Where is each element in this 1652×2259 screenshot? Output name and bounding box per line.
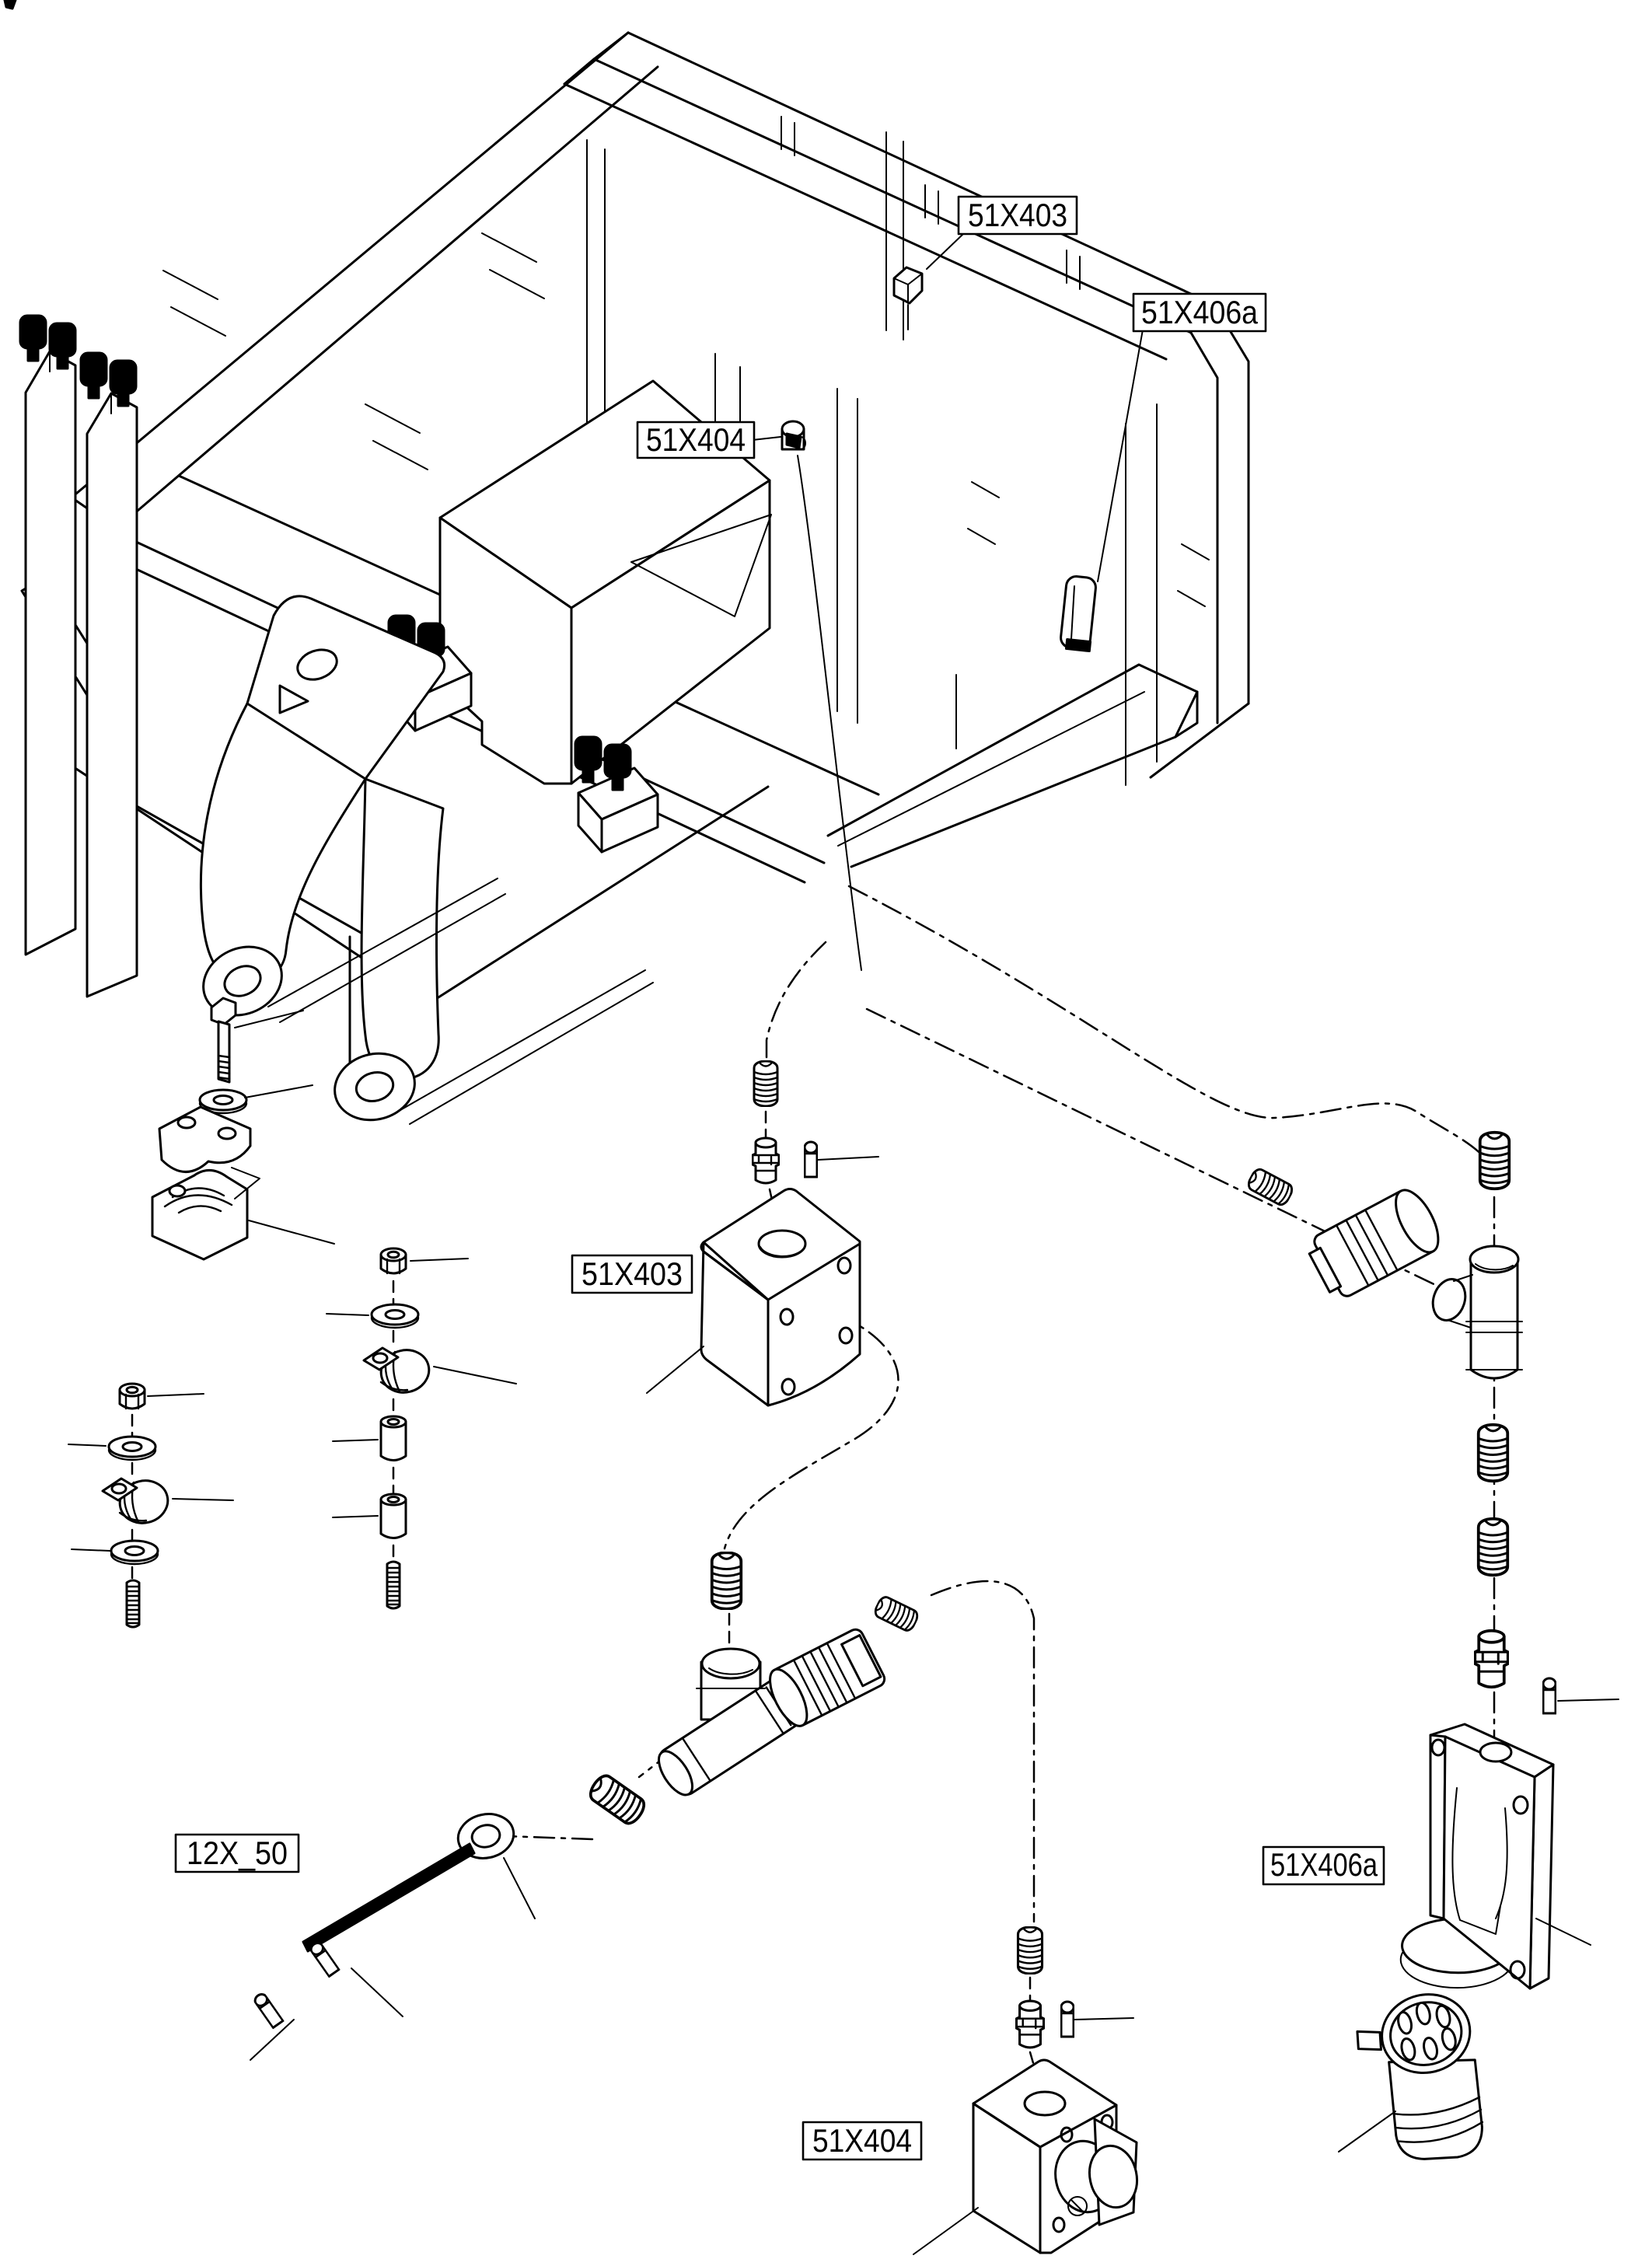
frame-left-posts — [19, 314, 138, 998]
part-ref-text: 51X404 — [812, 2122, 912, 2159]
retaining-pin — [1060, 2000, 1074, 2038]
ribbed-coupling — [769, 1628, 886, 1727]
hose-line — [302, 1842, 476, 1953]
tee-valve-assembly-right — [1244, 1133, 1619, 1715]
coil-fitting — [710, 1552, 743, 1610]
clamp-stack-column-2 — [68, 1382, 234, 1629]
coil-fitting — [1476, 1517, 1510, 1577]
part-ref-label-51x404-frame[interactable]: 51X404 — [636, 421, 756, 459]
part-ref-label-12x50[interactable]: 12X_50 — [174, 1833, 300, 1873]
hose-clamp — [362, 1343, 432, 1398]
washer — [110, 1539, 159, 1566]
coil-fitting — [1480, 1133, 1510, 1189]
retaining-pin — [1542, 1677, 1556, 1715]
coil-fitting — [753, 1060, 779, 1107]
clamp-stack-column — [326, 1247, 517, 1610]
part-ref-text: 51X406a — [1141, 294, 1259, 330]
round-connector — [1338, 1993, 1484, 2160]
spacer-bushing — [379, 1415, 407, 1461]
part-ref-label-51x403-block[interactable]: 51X403 — [571, 1254, 693, 1294]
junction-block-51x403-assembly — [646, 1060, 879, 1407]
tee-valve-assembly-mid — [586, 1552, 921, 1828]
retaining-pin — [251, 1991, 285, 2030]
part-ref-text: 51X403 — [582, 1255, 683, 1292]
threaded-plug — [1244, 1165, 1297, 1209]
hex-nut — [379, 1247, 407, 1275]
hose-12x50-group — [250, 1813, 536, 2061]
part-ref-text: 51X403 — [968, 197, 1067, 233]
corner-artifact — [3, 0, 17, 10]
part-ref-label-51x404-block[interactable]: 51X404 — [802, 2121, 923, 2161]
threaded-stud — [125, 1579, 141, 1629]
washer — [107, 1435, 157, 1461]
mount-bracket-51x406a — [1399, 1723, 1591, 1990]
coil-fitting — [1016, 1926, 1044, 1974]
frame-strap-clip — [1060, 575, 1097, 653]
hose-clamp — [101, 1474, 171, 1528]
hitch-arm — [199, 595, 654, 1125]
part-ref-text: 51X404 — [646, 421, 746, 458]
part-ref-label-51x403-frame[interactable]: 51X403 — [957, 195, 1078, 236]
threaded-plug — [871, 1594, 921, 1634]
quick-coupling — [1475, 1631, 1508, 1688]
coil-fitting — [1479, 1425, 1508, 1482]
quick-coupling — [752, 1136, 780, 1185]
label-group: 51X403 51X406a 51X404 51X403 12X_50 51X4… — [174, 195, 1385, 2161]
outlet-block-51x404-assembly — [913, 1926, 1139, 2255]
ribbed-coupling — [1308, 1189, 1440, 1297]
part-ref-text: 12X_50 — [187, 1835, 288, 1871]
retaining-pin — [307, 1940, 341, 1978]
retaining-pin — [804, 1140, 818, 1178]
hex-nut — [118, 1382, 146, 1410]
part-ref-label-51x406a-frame[interactable]: 51X406a — [1132, 292, 1267, 333]
frame-cube-clip — [892, 266, 924, 330]
washer — [370, 1303, 420, 1329]
clamp-bolt-kit — [151, 997, 335, 1261]
part-ref-label-51x406a-bracket[interactable]: 51X406a — [1262, 1845, 1385, 1886]
part-ref-text: 51X406a — [1270, 1846, 1378, 1883]
quick-coupling — [1015, 1999, 1045, 2049]
spacer-bushing — [379, 1493, 407, 1539]
threaded-stud — [386, 1560, 401, 1610]
threaded-coil-fitting — [586, 1772, 648, 1828]
frame-fitting-51x404 — [781, 420, 806, 451]
